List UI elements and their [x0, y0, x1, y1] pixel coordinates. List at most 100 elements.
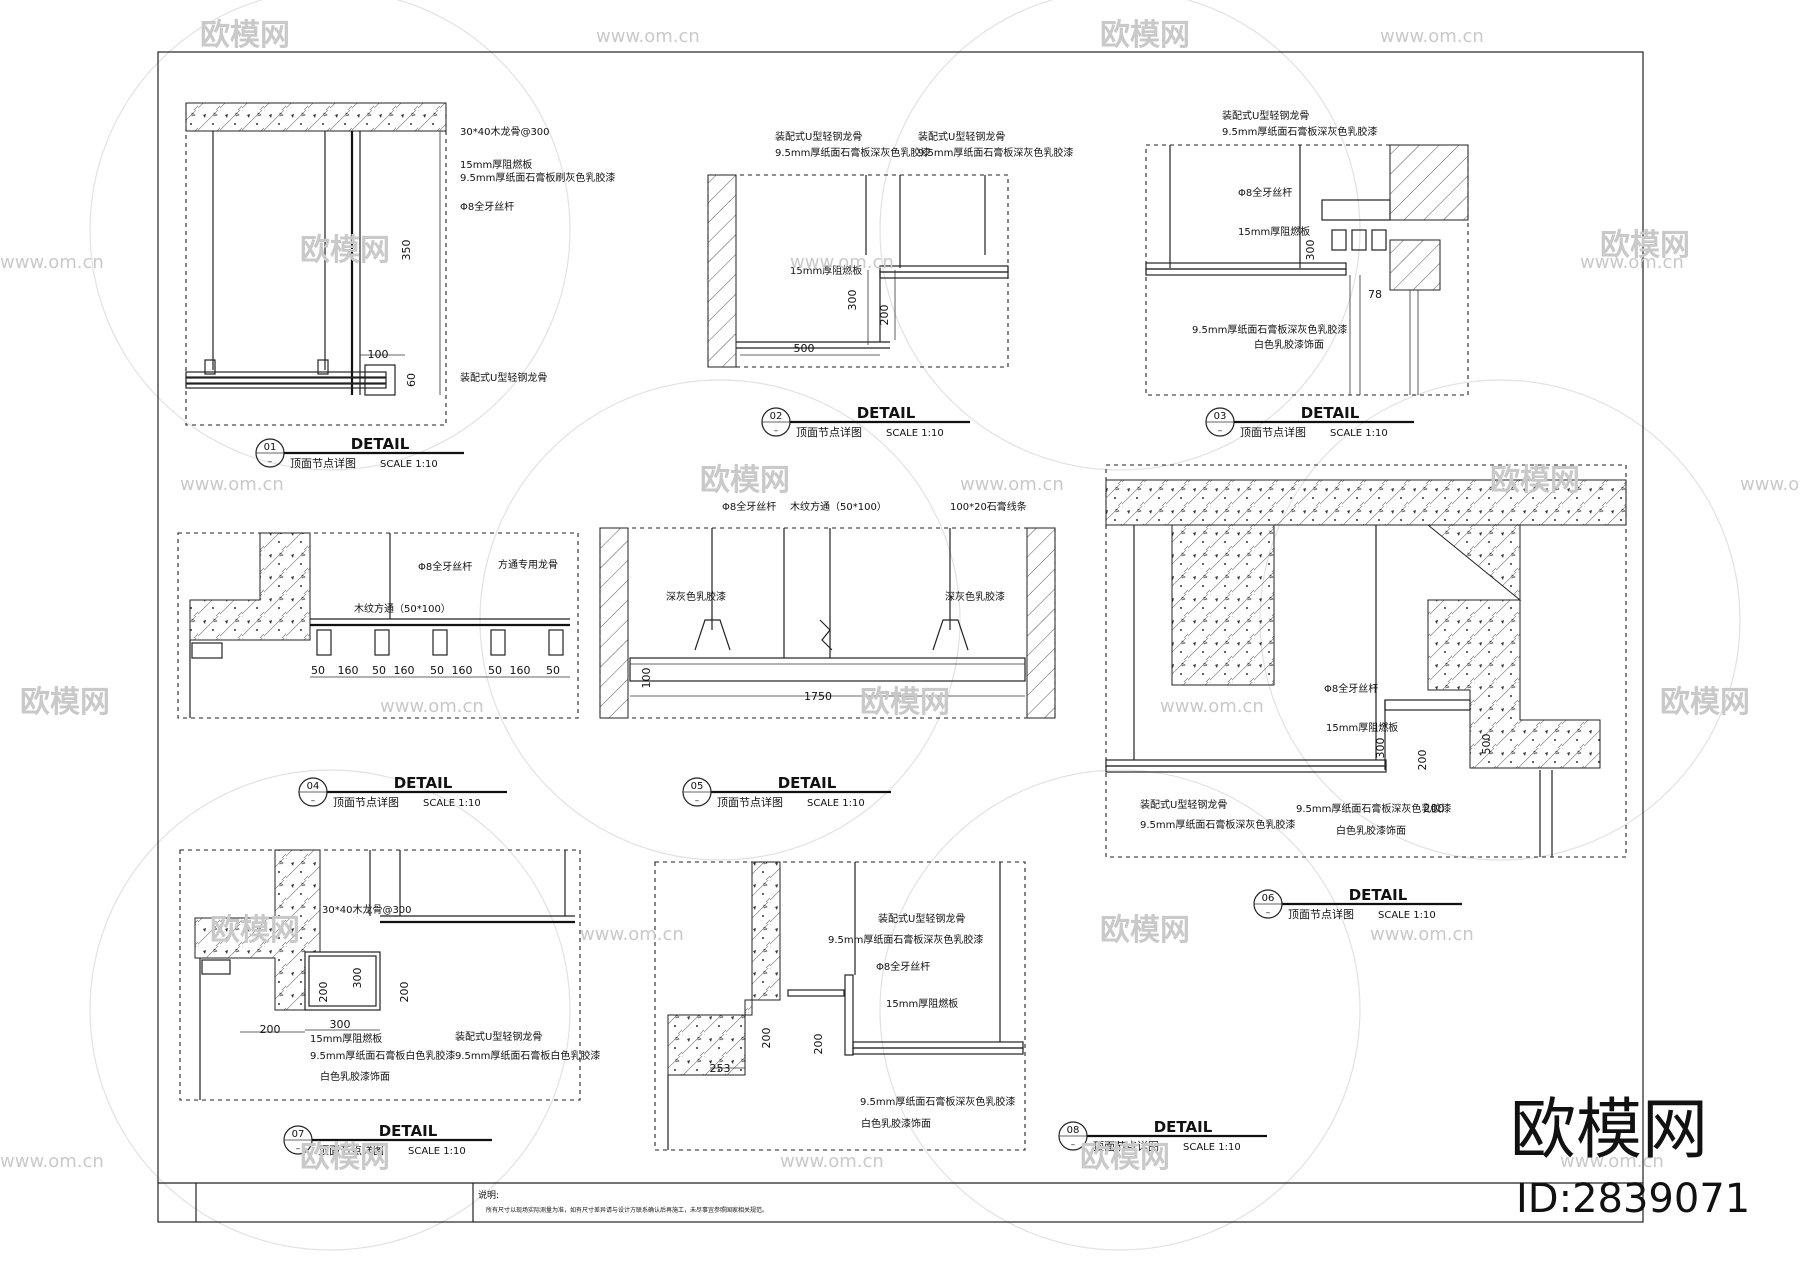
detail-02-scale: SCALE 1:10 [886, 428, 944, 439]
detail-04-dimension-1: 50 [311, 664, 325, 677]
detail-03-label-2: 9.5mm厚纸面石膏板深灰色乳胶漆 [1222, 125, 1377, 138]
detail-07-subtitle: 顶面节点详图 [318, 1143, 384, 1157]
detail-03-scale: SCALE 1:10 [1330, 428, 1388, 439]
detail-05-label-1: Φ8全牙丝杆 [722, 500, 776, 513]
detail-04-scale: SCALE 1:10 [423, 798, 481, 809]
detail-04-dimension-5: 50 [430, 664, 444, 677]
detail-05-label-4: 深灰色乳胶漆 [666, 590, 726, 603]
watermark-brand-10: 欧模网 [210, 913, 300, 948]
watermark-url-12: www.om.cn [1370, 924, 1474, 945]
detail-05-subtitle: 顶面节点详图 [717, 795, 783, 809]
detail-05-title: DETAIL [778, 774, 837, 792]
detail-08-drawing [654, 861, 1026, 1151]
detail-07-drawing [179, 849, 581, 1101]
detail-01-dimension-2: 100 [368, 348, 389, 361]
watermark-brand-8: 欧模网 [860, 685, 950, 720]
detail-06-dimension-3: 500 [1480, 734, 1493, 755]
detail-03-label-5: 9.5mm厚纸面石膏板深灰色乳胶漆 [1192, 323, 1347, 336]
detail-08-label-4: 15mm厚阻燃板 [886, 997, 958, 1010]
detail-02-label-1: 装配式U型轻钢龙骨 [775, 130, 862, 143]
detail-02-label-2: 9.5mm厚纸面石膏板深灰色乳胶漆 [775, 146, 930, 159]
detail-07-label-5: 装配式U型轻钢龙骨 [455, 1030, 542, 1043]
detail-03-label-3: Φ8全牙丝杆 [1238, 186, 1292, 199]
detail-07-dimension-5: 200 [260, 1023, 281, 1036]
detail-06-number: 06 [1262, 893, 1275, 904]
detail-03-dimension-1: 300 [1304, 240, 1317, 261]
detail-05-drawing [599, 527, 1056, 719]
detail-04-title: DETAIL [394, 774, 453, 792]
detail-03-dimension-2: 78 [1368, 288, 1382, 301]
detail-07-label-2: 15mm厚阻燃板 [310, 1032, 382, 1045]
detail-05-label-5: 深灰色乳胶漆 [945, 590, 1005, 603]
detail-01-sheet-ref: – [268, 457, 273, 467]
detail-06-label-4: 9.5mm厚纸面石膏板深灰色乳胶漆 [1140, 818, 1295, 831]
detail-02-sheet-ref: – [774, 426, 779, 436]
detail-06-label-3: 装配式U型轻钢龙骨 [1140, 798, 1227, 811]
detail-07-sheet-ref: – [296, 1144, 301, 1154]
watermark-url-8: www.om.cn [1740, 474, 1800, 495]
detail-06-title: DETAIL [1349, 886, 1408, 904]
detail-06-label-1: Φ8全牙丝杆 [1324, 682, 1378, 695]
detail-05-scale: SCALE 1:10 [807, 798, 865, 809]
watermark-brand-9: 欧模网 [1660, 685, 1750, 720]
detail-04-dimension-3: 50 [372, 664, 386, 677]
watermark-url-2: www.om.cn [1380, 26, 1484, 47]
detail-01-scale: SCALE 1:10 [380, 459, 438, 470]
watermark-url-5: www.om.cn [1580, 252, 1684, 273]
sheet-border [157, 51, 1644, 1223]
detail-07-label-6: 9.5mm厚纸面石膏板白色乳胶漆 [455, 1049, 600, 1062]
watermark-url-10: www.om.cn [1160, 696, 1264, 717]
detail-02-label-4: 9.5mm厚纸面石膏板深灰色乳胶漆 [918, 146, 1073, 159]
detail-08-title: DETAIL [1154, 1118, 1213, 1136]
detail-07-number: 07 [292, 1129, 305, 1140]
detail-06-subtitle: 顶面节点详图 [1288, 907, 1354, 921]
detail-08-label-3: Φ8全牙丝杆 [876, 960, 930, 973]
detail-02-drawing [707, 174, 1009, 368]
detail-01-dimension-1: 350 [400, 240, 413, 261]
detail-04-dimension-2: 160 [338, 664, 359, 677]
detail-07-label-1: 30*40木龙骨@300 [322, 903, 412, 916]
detail-07-dimension-2: 300 [351, 968, 364, 989]
detail-03-sheet-ref: – [1218, 426, 1223, 436]
watermark-brand-13: 欧模网 [1080, 1140, 1170, 1175]
watermark-url-11: www.om.cn [580, 924, 684, 945]
detail-01-label-1: 30*40木龙骨@300 [460, 125, 550, 138]
watermark-url-1: www.om.cn [596, 26, 700, 47]
detail-02-dimension-2: 200 [878, 305, 891, 326]
detail-03-title: DETAIL [1301, 404, 1360, 422]
detail-06-sheet-ref: – [1266, 908, 1271, 918]
detail-06-label-5: 9.5mm厚纸面石膏板深灰色乳胶漆 [1296, 802, 1451, 815]
detail-06-label-6: 白色乳胶漆饰面 [1336, 824, 1406, 837]
detail-08-subtitle: 顶面节点详图 [1093, 1139, 1159, 1153]
watermark-brand-3: 欧模网 [1600, 228, 1690, 263]
detail-04-label-3: 木纹方通（50*100） [354, 602, 451, 615]
detail-03-label-6: 白色乳胶漆饰面 [1254, 338, 1324, 351]
detail-07-scale: SCALE 1:10 [408, 1146, 466, 1157]
detail-03-label-4: 15mm厚阻燃板 [1238, 225, 1310, 238]
detail-02-title: DETAIL [857, 404, 916, 422]
watermark-brand-4: 欧模网 [300, 233, 390, 268]
detail-04-sheet-ref: – [311, 796, 316, 806]
watermark-brand-1: 欧模网 [200, 18, 290, 53]
watermark-url-7: www.om.cn [960, 474, 1064, 495]
detail-06-scale: SCALE 1:10 [1378, 910, 1436, 921]
notes-text: 所有尺寸以现场实际测量为准，如有尺寸差异请与设计方联系确认后再施工，未尽事宜参照… [486, 1206, 768, 1214]
watermark-pattern [89, 0, 1741, 1251]
watermark-url-14: www.om.cn [780, 1151, 884, 1172]
watermark-url-4: www.om.cn [790, 252, 894, 273]
detail-04-label-2: 方通专用龙骨 [498, 558, 558, 571]
detail-01-number: 01 [264, 442, 277, 453]
watermark-brand-2: 欧模网 [1100, 18, 1190, 53]
detail-01-dimension-3: 60 [405, 373, 418, 387]
detail-02-dimension-1: 300 [846, 290, 859, 311]
detail-08-scale: SCALE 1:10 [1183, 1142, 1241, 1153]
detail-07-label-4: 白色乳胶漆饰面 [320, 1070, 390, 1083]
detail-06-dimension-2: 200 [1416, 750, 1429, 771]
detail-08-dimension-1: 200 [760, 1028, 773, 1049]
detail-04-dimension-6: 160 [452, 664, 473, 677]
detail-08-label-2: 9.5mm厚纸面石膏板深灰色乳胶漆 [828, 933, 983, 946]
detail-02-number: 02 [770, 411, 783, 422]
detail-04-dimension-8: 160 [510, 664, 531, 677]
